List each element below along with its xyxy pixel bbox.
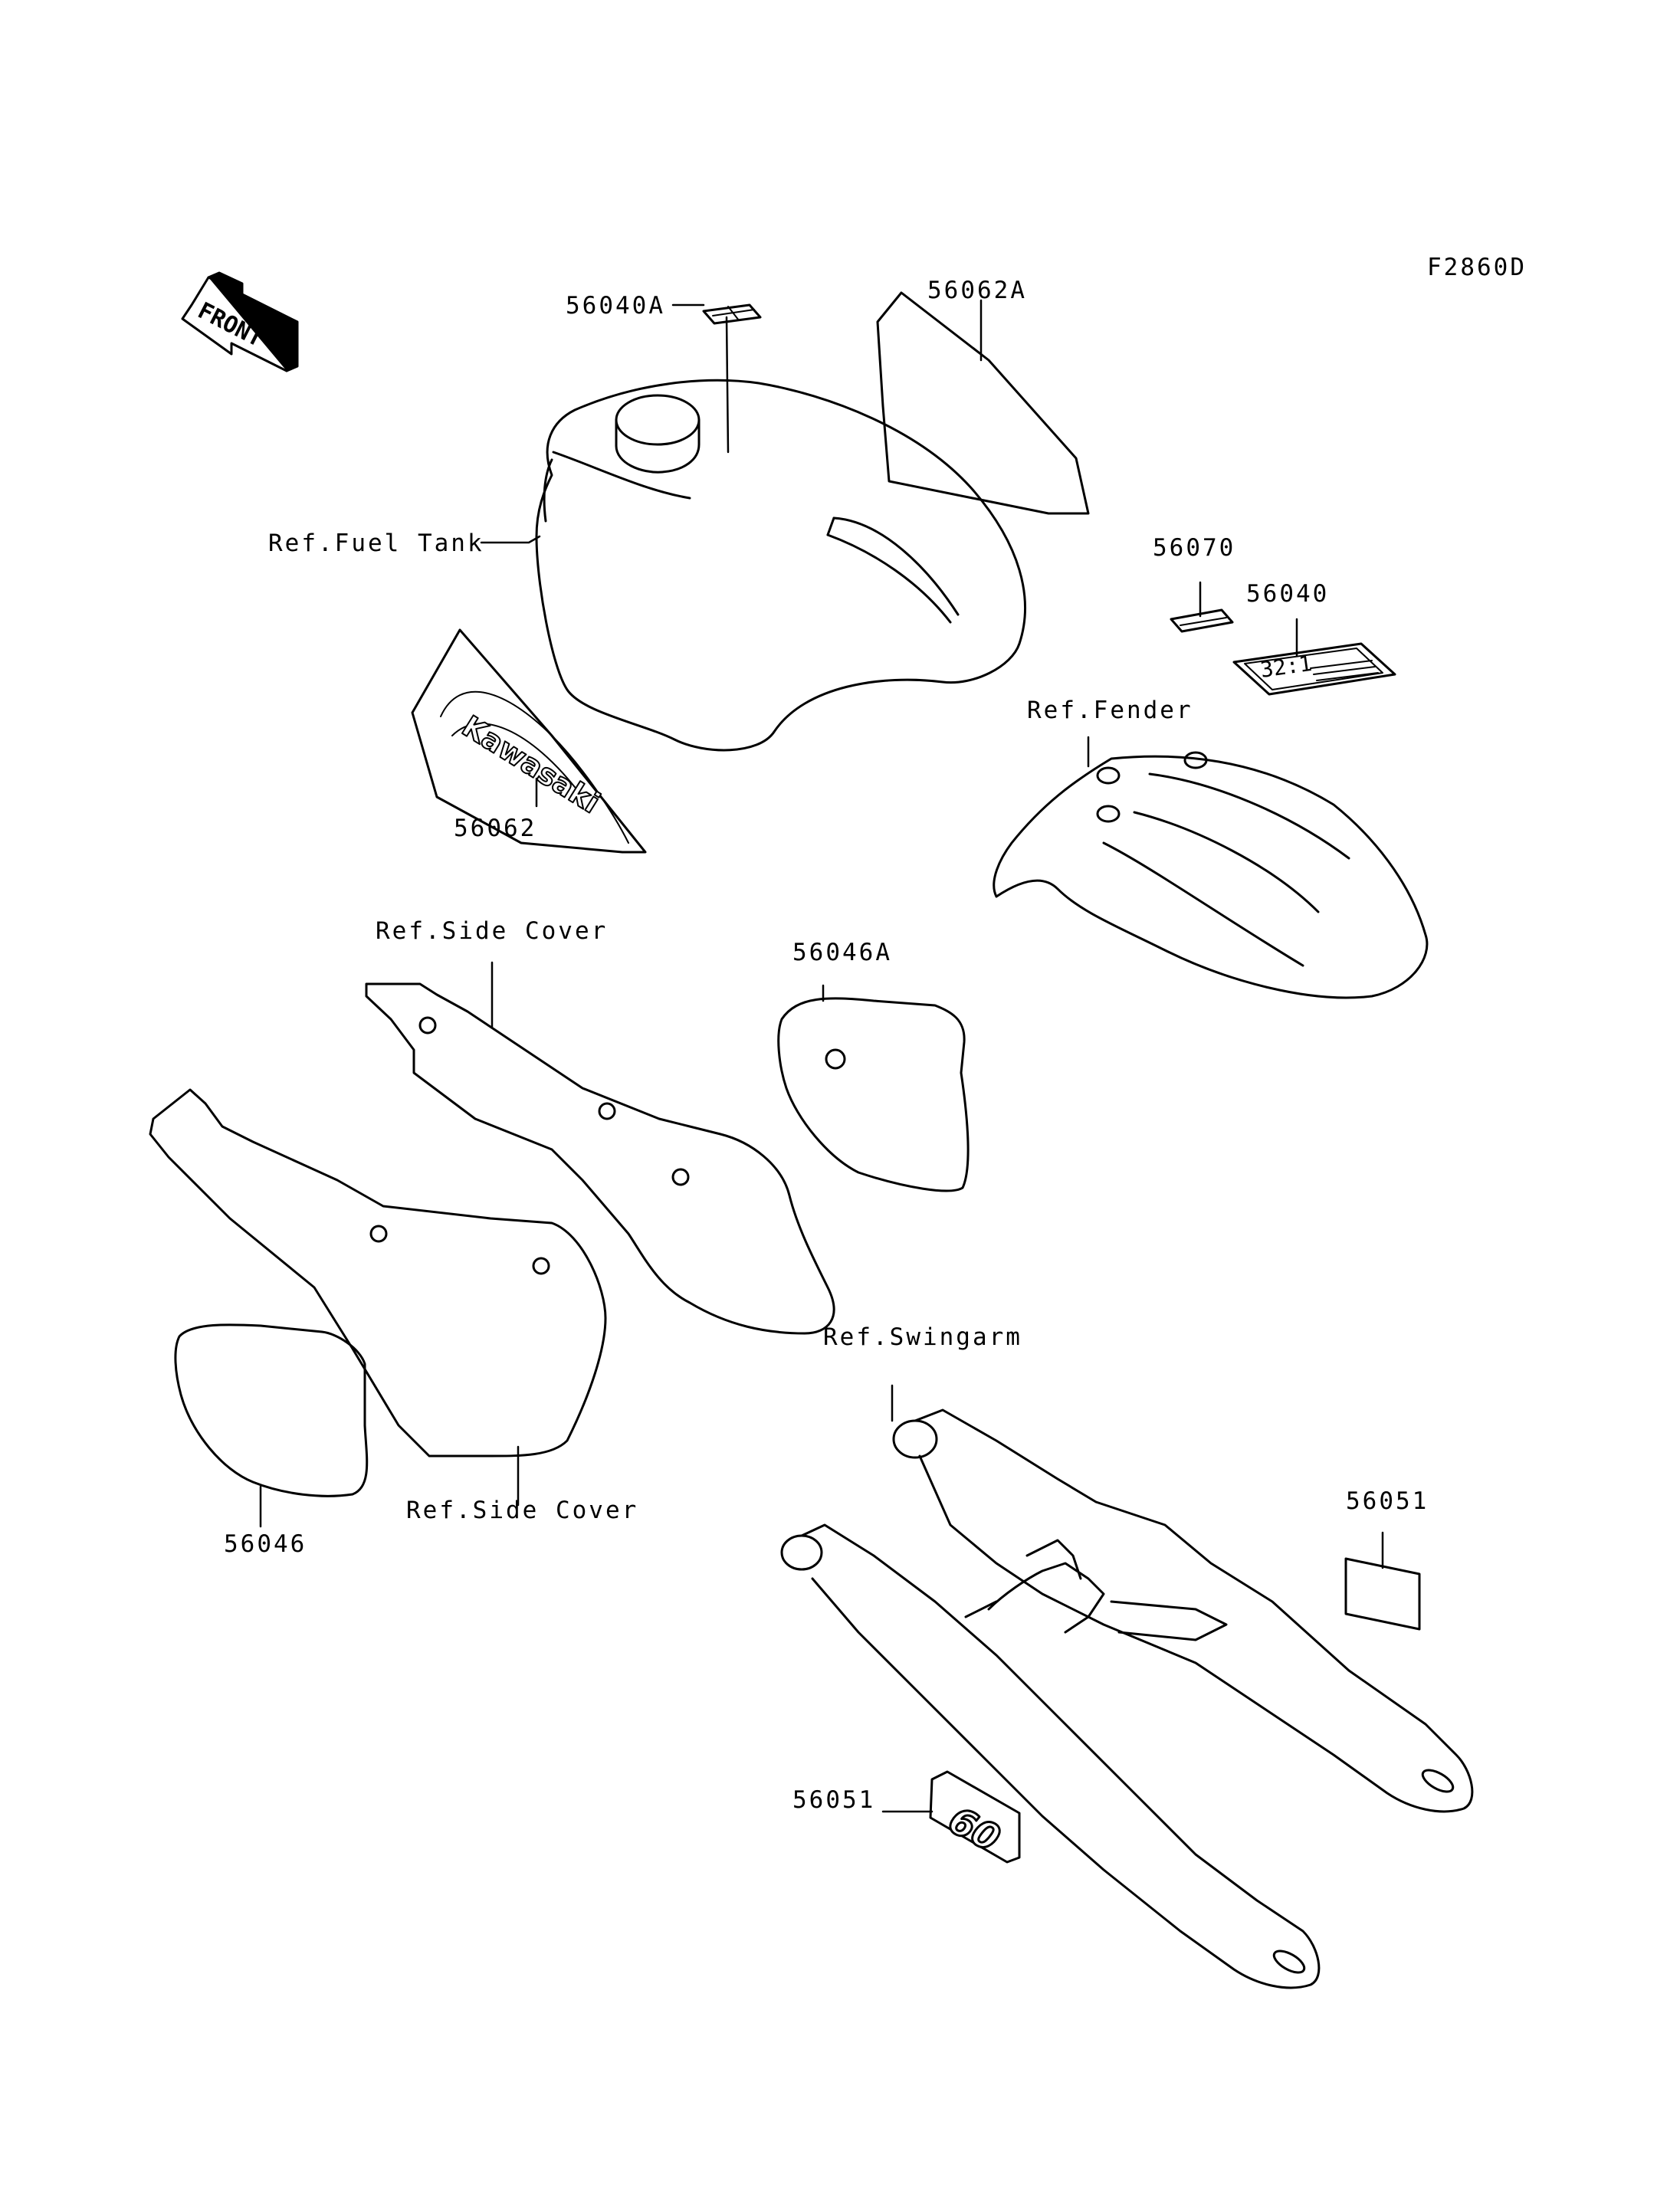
- decal-56070: [1170, 608, 1234, 633]
- decal-56062A: [876, 291, 1090, 515]
- decal-56046A: [777, 997, 970, 1192]
- ref-label-swingarm: Ref.Swingarm: [823, 1323, 1022, 1351]
- part-label-56040A: 56040A: [566, 292, 665, 320]
- decal-56040-ratio-plate: 32:1: [1232, 642, 1396, 696]
- part-label-56046A: 56046A: [792, 939, 892, 966]
- fuel-tank-outline: [535, 379, 1026, 752]
- figure-code: F2860D: [1427, 254, 1527, 281]
- part-label-56062A: 56062A: [927, 277, 1027, 304]
- part-label-56046: 56046: [224, 1530, 307, 1558]
- decal-56046A-hole: [825, 1048, 846, 1070]
- part-label-56040: 56040: [1246, 580, 1330, 608]
- front-arrow-icon: FRONT: [181, 271, 299, 372]
- swingarm-outline: [780, 1408, 1474, 1989]
- fender-outline: [993, 751, 1429, 999]
- ref-label-fender: Ref.Fender: [1027, 697, 1193, 724]
- part-label-56051-right: 56051: [1346, 1487, 1429, 1515]
- ref-label-side-cover-upper: Ref.Side Cover: [376, 917, 609, 945]
- part-label-56062: 56062: [454, 815, 537, 842]
- part-label-56070: 56070: [1153, 534, 1236, 562]
- ref-label-fuel-tank: Ref.Fuel Tank: [268, 530, 484, 557]
- leader-lines: [259, 299, 1384, 1813]
- decal-56046: [174, 1323, 369, 1497]
- decal-56051-left-model-number: 60: [929, 1770, 1021, 1864]
- decal-56040A: [702, 303, 762, 325]
- ref-label-side-cover-lower: Ref.Side Cover: [406, 1497, 639, 1524]
- part-label-56051-left: 56051: [792, 1786, 876, 1814]
- ratio-text: 32:1: [1258, 651, 1313, 683]
- decal-kawasaki-text: Kawasaki: [456, 709, 605, 820]
- decal-56051-right: [1344, 1557, 1421, 1631]
- side-cover-lower-outline: [149, 1088, 607, 1458]
- side-cover-upper-outline: [365, 982, 835, 1335]
